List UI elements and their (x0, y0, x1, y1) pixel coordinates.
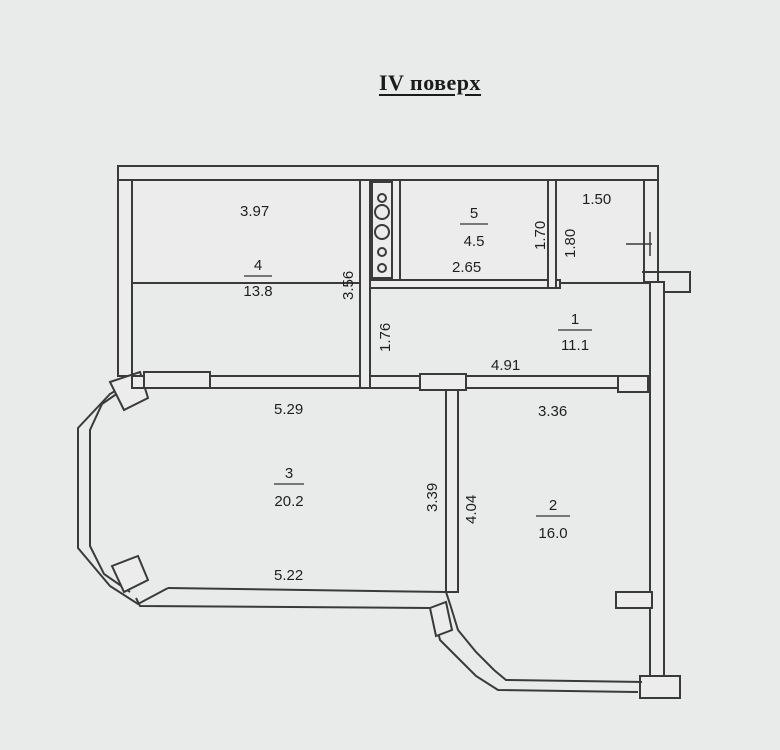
top-wall (117, 165, 659, 181)
dim-room5-depth: 1.70 (532, 221, 549, 250)
room-2-number: 2 (549, 497, 557, 514)
room-3-number: 3 (285, 465, 293, 482)
right-wall-lower (649, 281, 665, 681)
door-room3 (419, 373, 467, 391)
wall-room3-room2 (445, 387, 459, 593)
stove-icon (371, 181, 393, 279)
outer-walls (117, 165, 691, 699)
room-4-area: 13.8 (243, 283, 272, 300)
door-room4 (143, 371, 211, 389)
dim-room4-depth: 3.56 (340, 271, 357, 300)
door-room2 (617, 375, 649, 393)
room2-column (428, 600, 454, 638)
dim-room2-width: 3.36 (538, 403, 567, 420)
room-4-number: 4 (254, 257, 262, 274)
bay-window (77, 370, 643, 693)
dim-room3-width-bottom: 5.22 (274, 567, 303, 584)
room-1-number: 1 (571, 311, 579, 328)
room-1-area: 11.1 (561, 337, 589, 354)
room-2-area: 16.0 (538, 525, 567, 542)
dim-room5-width: 2.65 (452, 259, 481, 276)
wall-room5-left (391, 179, 401, 281)
dim-room3-width-top: 5.29 (274, 401, 303, 418)
left-wall-upper (117, 179, 133, 377)
dim-hall-depth-upper: 1.80 (562, 229, 579, 258)
wall-room5-right (547, 179, 557, 289)
room-5-area: 4.5 (464, 233, 485, 250)
room-3-area: 20.2 (274, 493, 303, 510)
dimension-labels: 3.97 3.56 2.65 1.70 1.80 1.50 1.76 4.91 … (240, 191, 611, 584)
room2-wall-stub (615, 591, 653, 609)
entrance-marks (626, 232, 652, 256)
room-labels: 4 13.8 5 4.5 1 11.1 3 20.2 2 16.0 (243, 205, 592, 542)
right-wall-notch (642, 271, 691, 293)
dim-room3-depth: 3.39 (424, 483, 441, 512)
room-5-number: 5 (470, 205, 478, 222)
bay-column-bottom (110, 554, 150, 594)
dim-hall-width-upper: 1.50 (582, 191, 611, 208)
right-wall-upper (643, 179, 659, 283)
interior-walls (131, 179, 653, 609)
dim-room2-depth: 4.04 (463, 495, 480, 524)
dim-room4-width: 3.97 (240, 203, 269, 220)
dim-hall-depth-lower: 1.76 (377, 323, 394, 352)
floor-title: IV поверх (378, 70, 482, 95)
wall-room5-bottom (369, 279, 561, 289)
wall-room4-hall (359, 179, 371, 389)
dim-hall-width: 4.91 (491, 357, 520, 374)
corner-column (639, 675, 681, 699)
